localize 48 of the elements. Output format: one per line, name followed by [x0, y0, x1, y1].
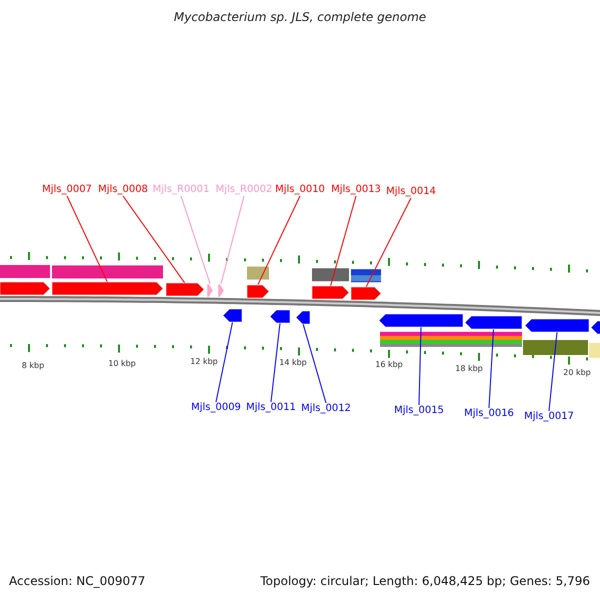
gene-label: Mjls_0013: [331, 184, 381, 196]
gene-label: Mjls_0007: [42, 184, 92, 196]
leader-line: [66, 196, 108, 283]
leader-line: [220, 196, 244, 284]
scale-label: 10 kbp: [108, 359, 136, 368]
leader-line: [330, 196, 356, 287]
gene-label: Mjls_0014: [386, 186, 436, 198]
gene-label: Mjls_R0002: [216, 184, 272, 196]
gene-bar: [296, 310, 310, 324]
gene-bar: [312, 286, 349, 300]
gene-label: Mjls_0017: [524, 411, 574, 423]
leader-line: [270, 322, 280, 402]
leader-line: [488, 328, 494, 408]
scale-label: 18 kbp: [455, 364, 483, 373]
gene-label: Mjls_R0001: [152, 184, 210, 196]
gene-label: Mjls_0009: [191, 402, 241, 414]
title: Mycobacterium sp. JLS, complete genome: [172, 10, 428, 24]
gene-label: Mjls_0015: [394, 405, 444, 417]
scale-label: 16 kbp: [375, 360, 403, 369]
accession-text: Accession: NC_009077: [9, 574, 146, 588]
gene-label: Mjls_0016: [464, 408, 514, 420]
leader-line: [216, 322, 233, 402]
gene-label: Mjls_0008: [98, 184, 148, 196]
gene-label: Mjls_0012: [301, 403, 351, 415]
genome-stats-text: Topology: circular; Length: 6,048,425 bp; Genes: 5,796: [260, 574, 590, 588]
gene-bar: [247, 284, 269, 298]
leader-line: [548, 332, 558, 412]
leader-line: [302, 323, 326, 404]
scale-label: 20 kbp: [563, 368, 591, 377]
gene-bar: [379, 314, 463, 327]
gene-bar: [223, 309, 242, 322]
scale-label: 12 kbp: [190, 357, 218, 366]
gene-bar: [166, 283, 204, 296]
gene-bar: [270, 310, 290, 324]
leader-line: [258, 196, 300, 286]
gene-label: Mjls_0011: [246, 402, 296, 414]
leader-line: [180, 196, 210, 284]
scale-label: 14 kbp: [279, 358, 307, 367]
gene-bar: [351, 287, 381, 300]
leader-line: [366, 198, 412, 288]
gene-bar: [465, 316, 522, 330]
leader-line: [122, 196, 186, 284]
leader-line: [418, 326, 422, 406]
gene-label: Mjls_0010: [275, 184, 325, 196]
gene-bar: [0, 282, 50, 296]
scale-label: 8 kbp: [22, 361, 44, 370]
gene-bar: [207, 284, 213, 297]
gene-bar: [218, 284, 224, 297]
